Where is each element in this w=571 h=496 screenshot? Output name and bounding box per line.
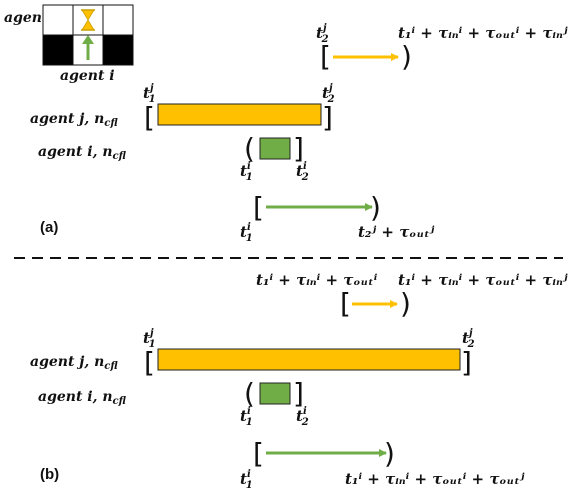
bracket-close: ]	[322, 101, 333, 134]
hourglass-icon	[81, 9, 95, 31]
grid-label-agent-i: agent i	[60, 68, 115, 84]
agent-j-ncfl-label: agent j, ncfl	[30, 111, 118, 129]
grid-cell	[102, 4, 134, 36]
paren-open: (	[244, 377, 255, 410]
bracket-open: [	[340, 287, 351, 320]
expr-left-b: t₁ⁱ + τᵢₙⁱ + τₒᵤₜⁱ	[256, 271, 378, 289]
paren-close: )	[384, 437, 395, 470]
grid-figure: agent j agent i	[4, 4, 134, 84]
grid-cell-blocked	[42, 34, 74, 66]
bracket-close: ]	[461, 346, 472, 379]
up-arrow-icon	[82, 35, 94, 60]
agent-i-occupancy-box	[259, 137, 291, 160]
bracket-close: ]	[293, 132, 304, 165]
grid-cell-blocked	[102, 34, 134, 66]
green-end-label-a: t₂ʲ + τₒᵤₜʲ	[358, 223, 435, 241]
paren-close: )	[370, 191, 381, 224]
expr-top-a: t₁ⁱ + τᵢₙⁱ + τₒᵤₜⁱ + τᵢₙʲ	[398, 24, 568, 42]
green-end-label-b: t₁ⁱ + τᵢₙⁱ + τₒᵤₜⁱ + τₒᵤₜʲ	[345, 470, 525, 488]
agent-i-ncfl-label: agent i, ncfl	[38, 389, 127, 407]
agent-i-ncfl-label: agent i, ncfl	[38, 144, 127, 162]
bracket-open: [	[320, 40, 331, 73]
paren-close: )	[400, 287, 411, 320]
expr-right-b: t₁ⁱ + τᵢₙⁱ + τₒᵤₜⁱ + τᵢₙʲ	[398, 271, 568, 289]
panel-b: t₁ⁱ + τᵢₙⁱ + τₒᵤₜⁱ t₁ⁱ + τᵢₙⁱ + τₒᵤₜⁱ + …	[30, 271, 568, 491]
agent-i-occupancy-box	[259, 382, 291, 405]
agent-j-occupancy-bar	[157, 348, 461, 371]
paren-open: (	[244, 132, 255, 165]
paren-close: )	[401, 40, 412, 73]
agent-j-occupancy-bar	[157, 103, 322, 126]
bracket-open: [	[253, 191, 264, 224]
bracket-open: [	[253, 437, 264, 470]
grid-cell	[42, 4, 74, 36]
agent-j-ncfl-label: agent j, ncfl	[30, 354, 118, 372]
panel-a-tag: (a)	[40, 219, 58, 236]
bracket-open: [	[144, 101, 155, 134]
bracket-close: ]	[293, 377, 304, 410]
panel-b-tag: (b)	[40, 466, 59, 483]
bracket-open: [	[144, 346, 155, 379]
